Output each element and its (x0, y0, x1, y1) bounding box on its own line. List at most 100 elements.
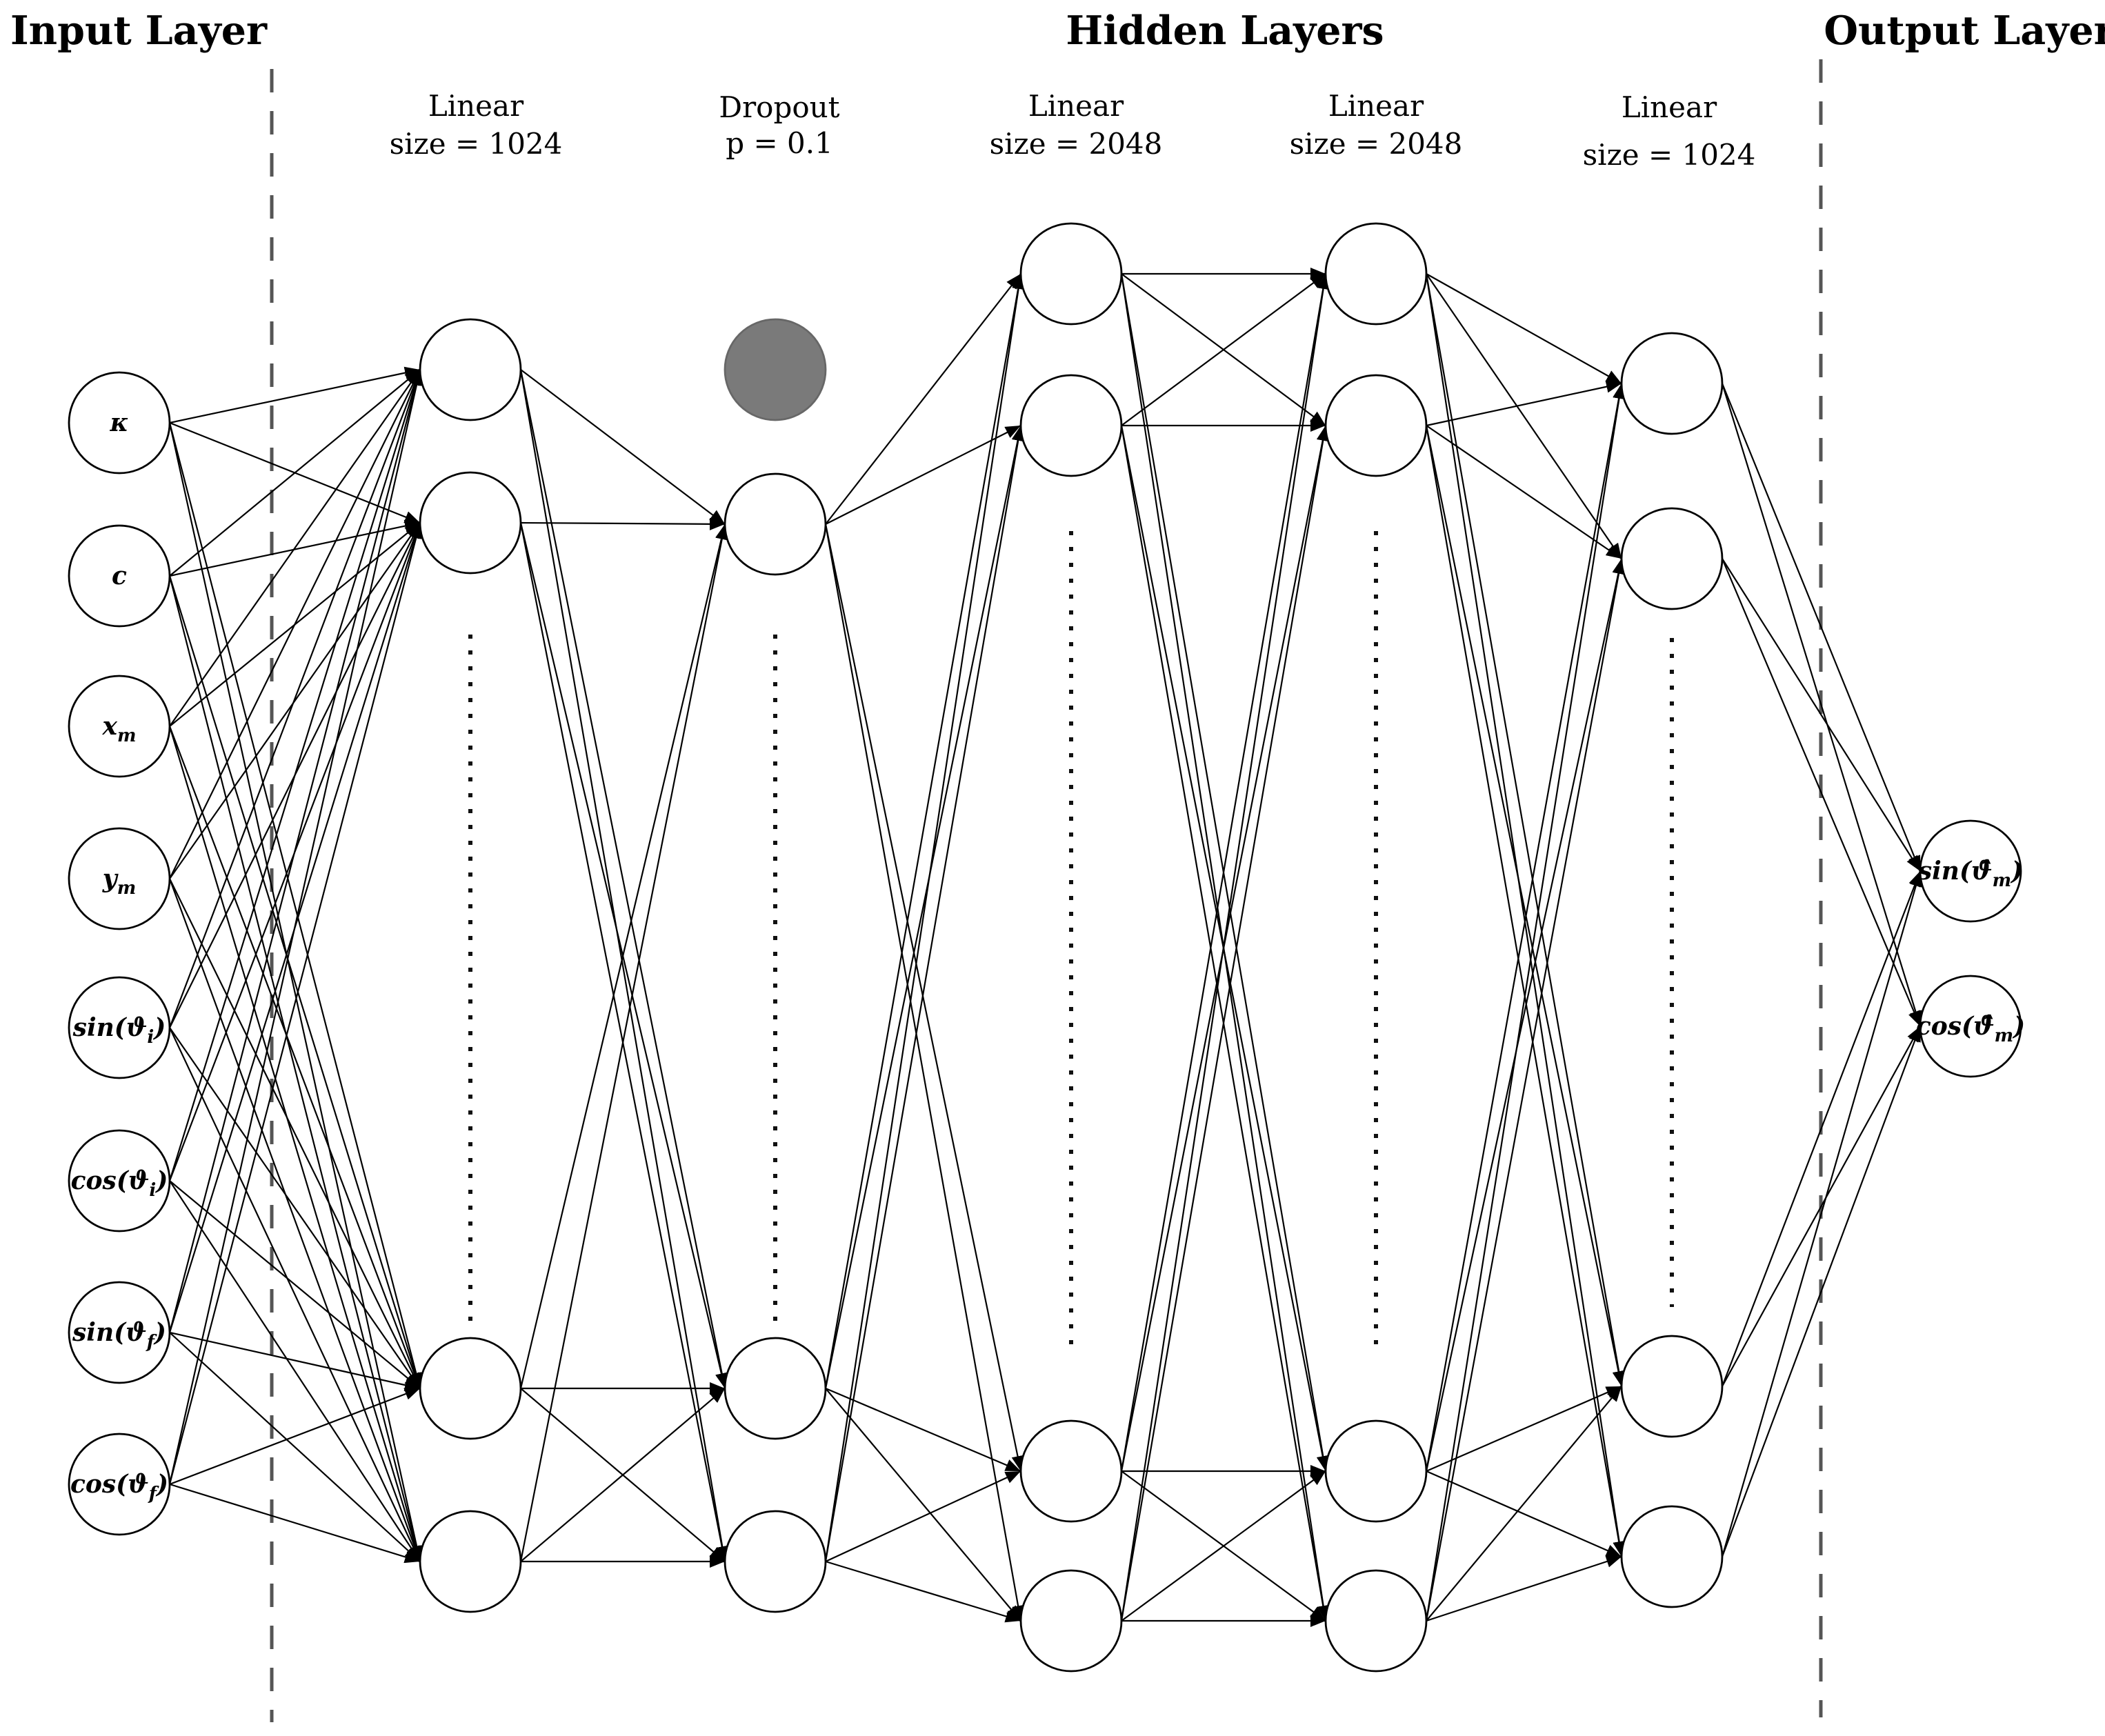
dropout-node-0-dropped (724, 318, 827, 421)
edge-dropout-3-to-hidden2-3 (825, 1560, 1021, 1623)
edge-hidden3-2-to-hidden4-1 (1425, 558, 1625, 1472)
edge-hidden1-2-to-dropout-1 (519, 523, 728, 1389)
hidden3-node-3 (1324, 1569, 1428, 1673)
input-node-cos-theta-f-label: cos(ϑf) (70, 1470, 168, 1504)
input-node-cos-theta-i-label: cos(ϑi) (71, 1166, 168, 1201)
hidden2-header-line2: size = 2048 (990, 127, 1163, 161)
hidden1-node-2 (419, 1337, 522, 1440)
edge-hidden3-2-to-hidden4-0 (1425, 383, 1625, 1472)
edge-input-2-to-hidden1-2 (168, 726, 421, 1389)
input-node-x-m-label: xm (102, 712, 137, 746)
edge-hidden1-3-to-dropout-1 (519, 523, 728, 1562)
input-node-cos-theta-i (68, 1129, 171, 1233)
output-layer-title: Output Layer (1824, 8, 2105, 54)
dropout-header-line1: Dropout (719, 90, 839, 124)
hidden3-header-line2: size = 2048 (1290, 127, 1463, 161)
output-node-cos-theta-hat-m-label: cos(ϑ̂m) (1916, 1012, 2025, 1046)
hidden-layers-title: Hidden Layers (1066, 8, 1384, 54)
edge-hidden2-2-to-hidden3-0 (1120, 273, 1330, 1472)
input-node-x-m (68, 675, 171, 778)
edge-dropout-1-to-hidden2-1 (825, 425, 1021, 525)
edge-hidden4-1-to-output-0 (1722, 558, 1921, 872)
input-node-y-m (68, 827, 171, 930)
edge-hidden4-0-to-output-0 (1721, 383, 1922, 872)
edge-hidden1-0-to-dropout-1 (520, 369, 726, 525)
input-node-kappa (68, 371, 171, 475)
edge-hidden3-1-to-hidden4-3 (1425, 425, 1626, 1557)
hidden1-header-line2: size = 1024 (390, 127, 563, 161)
edge-hidden3-1-to-hidden4-2 (1425, 425, 1625, 1387)
edge-hidden2-3-to-hidden3-0 (1120, 273, 1330, 1622)
hidden3-header-line1: Linear (1328, 89, 1424, 123)
dropout-header-line2: p = 0.1 (726, 126, 833, 160)
edge-hidden4-3-to-output-1 (1721, 1026, 1922, 1557)
edge-input-7-to-hidden1-3 (169, 1483, 421, 1564)
edge-dropout-2-to-hidden2-3 (825, 1388, 1021, 1622)
output-node-sin-theta-hat-m (1919, 819, 2022, 923)
input-node-c-label: c (112, 561, 127, 590)
hidden2-node-2 (1019, 1419, 1123, 1523)
input-node-sin-theta-f (68, 1281, 171, 1384)
hidden1-node-1 (419, 471, 522, 575)
edge-input-1-to-hidden1-2 (168, 575, 422, 1389)
hidden4-node-0 (1620, 332, 1724, 435)
edge-input-6-to-hidden1-3 (169, 1332, 421, 1562)
edge-input-4-to-hidden1-3 (169, 1027, 421, 1562)
edge-hidden2-3-to-hidden3-1 (1120, 425, 1330, 1622)
edge-hidden4-2-to-output-0 (1721, 870, 1922, 1387)
hidden4-node-3 (1620, 1505, 1724, 1608)
edge-hidden3-3-to-hidden4-1 (1425, 558, 1625, 1622)
edge-input-0-to-hidden1-0 (169, 366, 421, 424)
output-node-cos-theta-hat-m (1919, 975, 2022, 1078)
ellipsis-dots (468, 531, 1674, 1350)
edge-hidden1-3-to-dropout-2 (520, 1388, 726, 1562)
edge-input-0-to-hidden1-3 (168, 422, 423, 1562)
dropout-node-2 (724, 1337, 827, 1440)
input-node-cos-theta-f (68, 1433, 171, 1536)
edge-hidden4-0-to-output-1 (1721, 383, 1922, 1027)
edge-input-1-to-hidden1-3 (168, 575, 423, 1562)
edge-dropout-3-to-hidden2-0 (824, 273, 1025, 1562)
edge-input-3-to-hidden1-3 (168, 878, 421, 1562)
connection-edges (168, 268, 1922, 1627)
edge-hidden4-2-to-output-1 (1722, 1026, 1921, 1387)
edge-hidden1-0-to-dropout-3 (519, 369, 729, 1562)
input-node-sin-theta-f-label: sin(ϑf) (72, 1318, 166, 1353)
input-node-sin-theta-i-label: sin(ϑi) (72, 1013, 166, 1048)
hidden1-header-line1: Linear (428, 89, 524, 123)
input-layer-title: Input Layer (10, 8, 268, 54)
edge-dropout-1-to-hidden2-3 (824, 523, 1025, 1622)
edge-dropout-3-to-hidden2-1 (824, 425, 1025, 1562)
edge-hidden2-1-to-hidden3-0 (1121, 273, 1326, 426)
edge-input-1-to-hidden1-0 (169, 369, 421, 577)
edge-input-4-to-hidden1-0 (168, 369, 421, 1028)
edge-hidden3-1-to-hidden4-0 (1426, 380, 1622, 427)
input-node-y-m-label: ym (102, 864, 136, 899)
edge-input-7-to-hidden1-2 (169, 1387, 421, 1486)
hidden2-node-0 (1019, 222, 1123, 326)
edge-dropout-3-to-hidden2-2 (825, 1470, 1021, 1562)
edge-input-6-to-hidden1-2 (169, 1331, 421, 1391)
hidden2-node-3 (1019, 1569, 1123, 1673)
edge-hidden3-1-to-hidden4-1 (1426, 425, 1622, 559)
hidden3-node-2 (1324, 1419, 1428, 1523)
edge-input-6-to-hidden1-0 (168, 369, 423, 1333)
edge-hidden3-3-to-hidden4-2 (1426, 1386, 1622, 1622)
edge-input-2-to-hidden1-3 (168, 726, 422, 1562)
neuron-nodes: κcxmymsin(ϑi)cos(ϑi)sin(ϑf)cos(ϑf)sin(ϑ̂… (68, 222, 2025, 1673)
edge-input-3-to-hidden1-0 (169, 369, 421, 879)
edge-dropout-2-to-hidden2-0 (824, 273, 1025, 1389)
edge-hidden3-3-to-hidden4-3 (1426, 1555, 1622, 1622)
dropout-node-3 (724, 1510, 827, 1613)
hidden2-node-1 (1019, 374, 1123, 477)
edge-dropout-2-to-hidden2-1 (824, 425, 1024, 1389)
edge-hidden2-3-to-hidden3-2 (1121, 1470, 1326, 1622)
hidden4-header-line2: size = 1024 (1583, 138, 1756, 172)
edge-hidden1-0-to-dropout-2 (519, 369, 728, 1389)
hidden1-node-3 (419, 1510, 522, 1613)
edge-hidden3-2-to-hidden4-3 (1426, 1470, 1622, 1558)
edge-input-7-to-hidden1-0 (168, 369, 423, 1485)
hidden4-node-1 (1620, 507, 1724, 610)
